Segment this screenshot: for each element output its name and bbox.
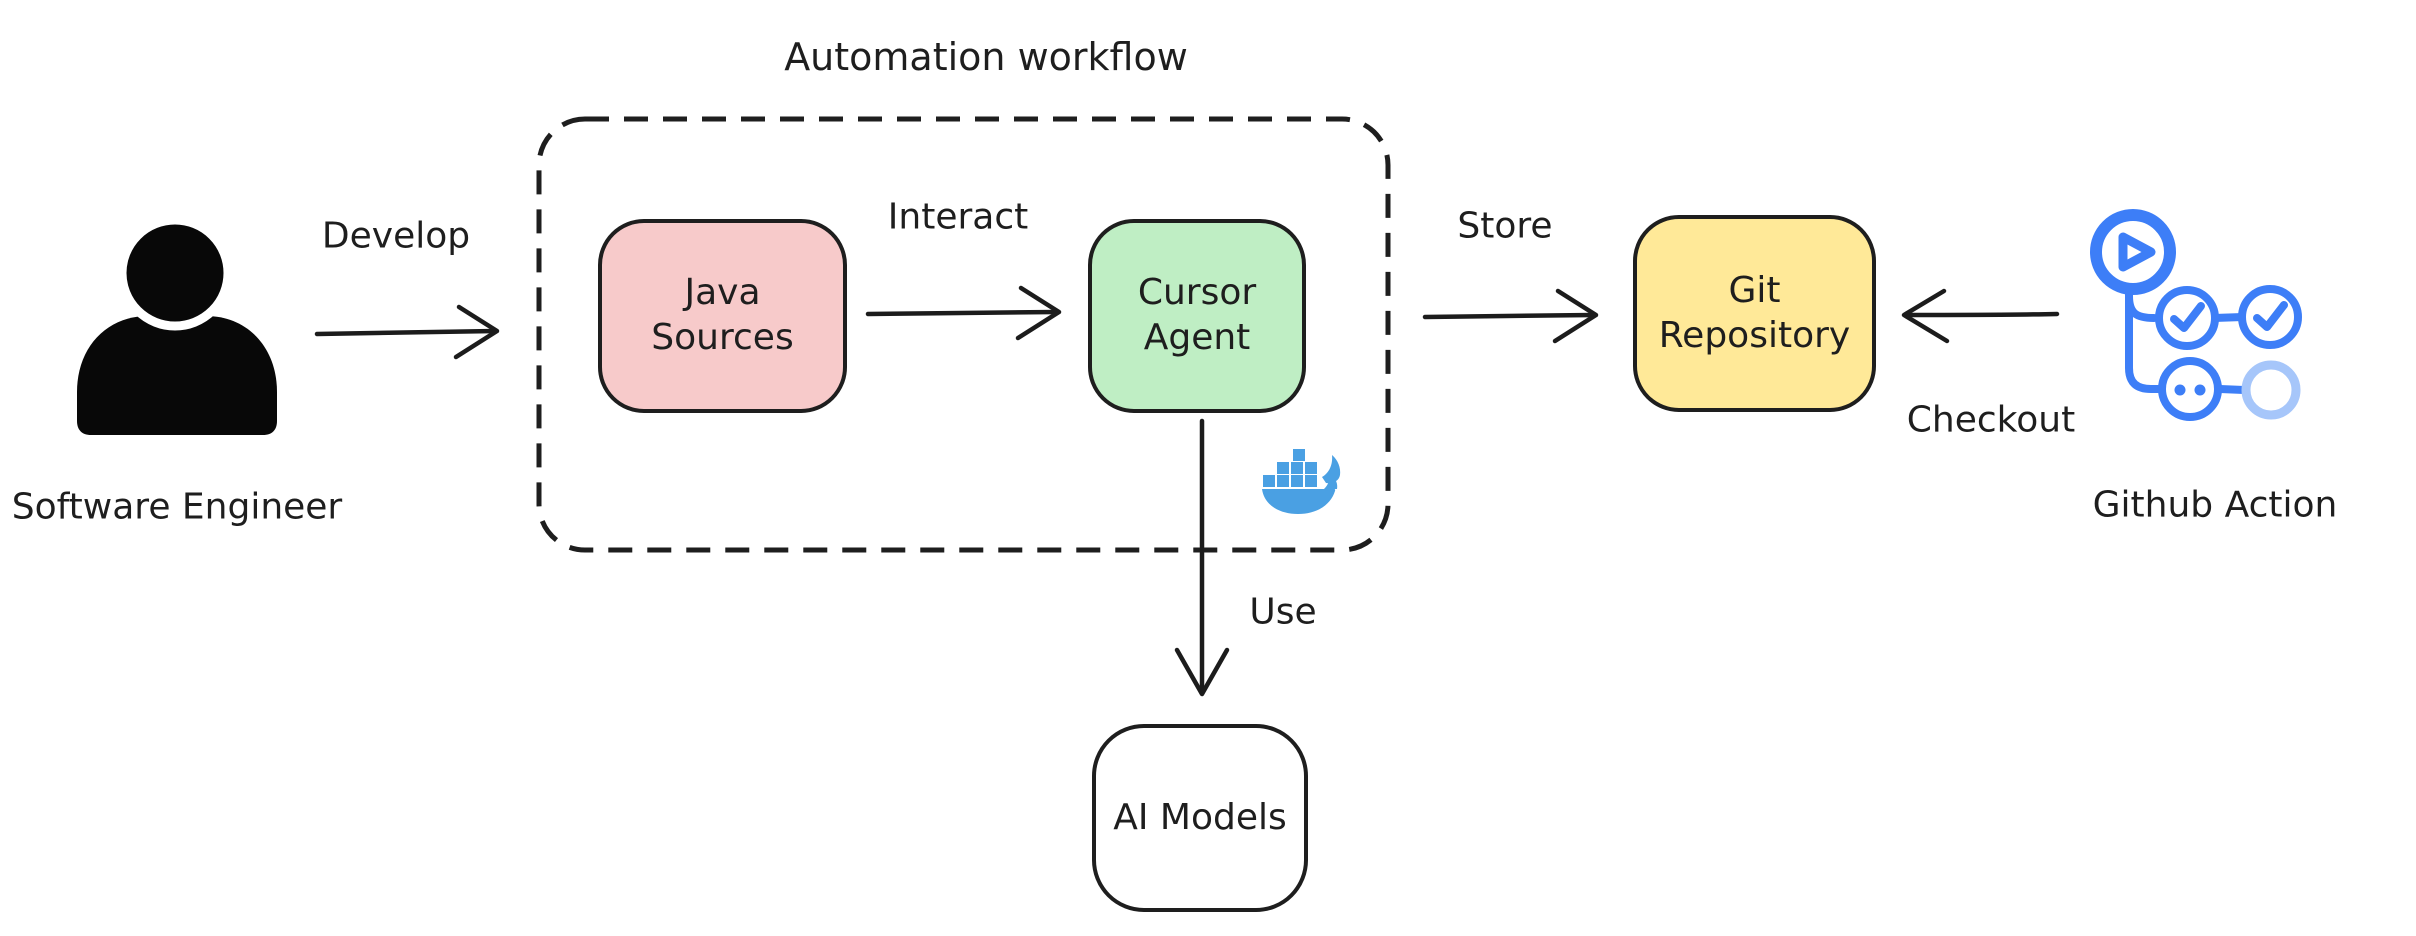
docker-whale-icon [1262, 449, 1341, 514]
node-ai-models: AI Models [1092, 724, 1308, 912]
use-edge-label: Use [1249, 591, 1317, 633]
node-git-repository: Git Repository [1633, 215, 1876, 412]
github-action-label: Github Action [2092, 484, 2338, 526]
ai-models-label: AI Models [1113, 796, 1287, 838]
interact-arrow [865, 285, 1062, 341]
automation-workflow-title: Automation workflow [784, 35, 1188, 79]
use-arrow [1174, 418, 1230, 697]
cursor-agent-label: Cursor Agent [1137, 272, 1257, 358]
checkout-arrow [1901, 288, 2060, 344]
person-silhouette-icon [77, 215, 277, 435]
develop-edge-label: Develop [321, 215, 471, 257]
develop-arrow [314, 304, 500, 360]
interact-edge-label: Interact [887, 196, 1029, 238]
java-sources-label: Java Sources [651, 272, 794, 358]
checkout-edge-label: Checkout [1906, 399, 2076, 441]
node-java-sources: Java Sources [598, 219, 847, 413]
automation-workflow-boundary [536, 116, 1391, 553]
github-actions-workflow-icon [2090, 209, 2302, 421]
git-repository-label: Git Repository [1658, 269, 1851, 356]
store-edge-label: Store [1457, 205, 1553, 247]
node-cursor-agent: Cursor Agent [1088, 219, 1306, 413]
store-arrow [1422, 288, 1599, 344]
software-engineer-label: Software Engineer [11, 486, 343, 528]
